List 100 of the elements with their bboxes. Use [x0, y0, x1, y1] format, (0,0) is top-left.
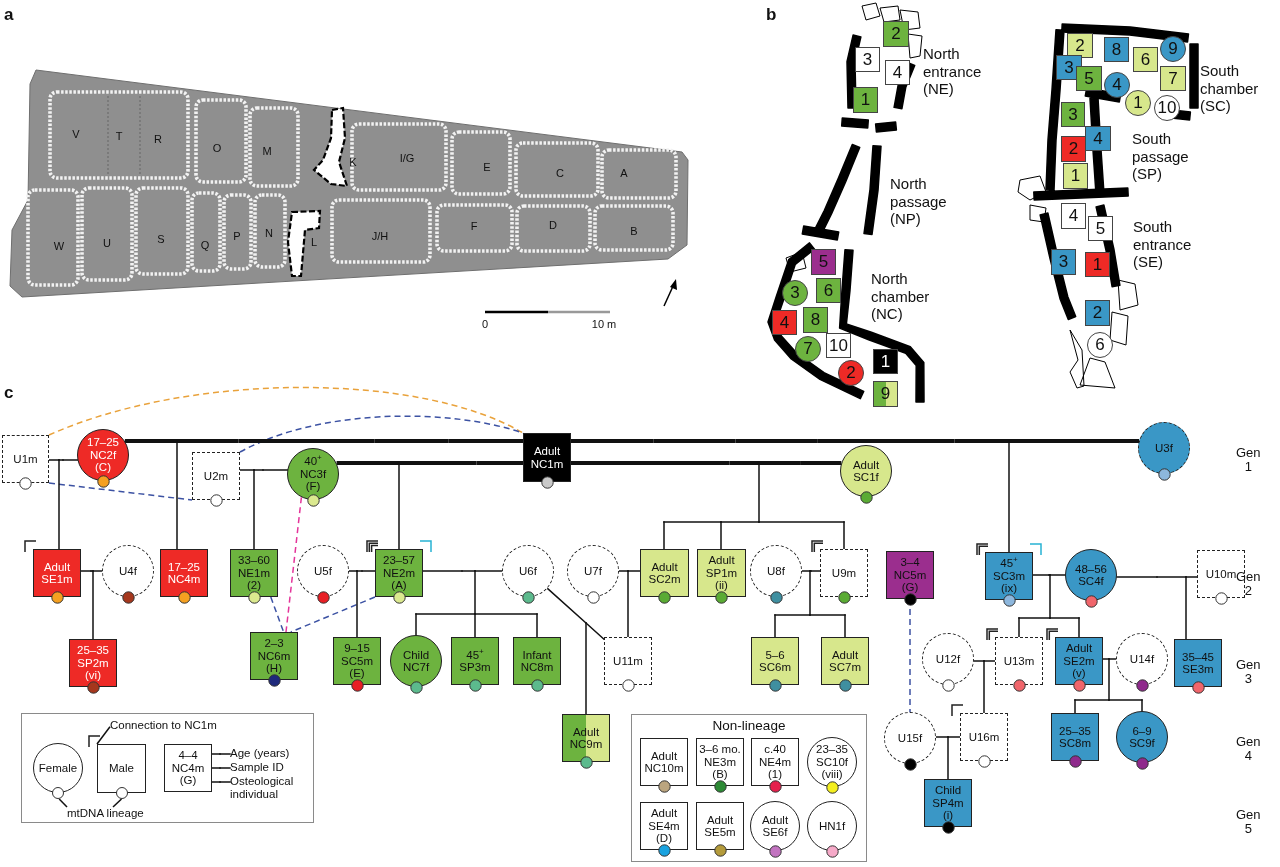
individual-label: 23–57	[383, 554, 415, 567]
pedigree-line	[90, 570, 94, 572]
room-letter: B	[630, 225, 638, 237]
generation-label: Gen 5	[1236, 808, 1261, 836]
individual-label: 4–4	[178, 749, 198, 762]
dashed-relation-line	[48, 386, 524, 436]
individual-label: Adult	[650, 807, 678, 820]
pedigree-line	[663, 521, 722, 523]
male-burial-marker: 5	[811, 249, 836, 275]
pedigree-line	[1108, 699, 1143, 701]
pedigree-line	[614, 461, 657, 465]
individual-label: (G)	[901, 581, 919, 594]
pedigree-line	[817, 439, 900, 443]
male-burial-marker: 3	[1061, 102, 1085, 127]
scale-label: 10 m	[591, 318, 617, 330]
female-burial-marker: 1	[1125, 90, 1151, 116]
pedigree-line	[774, 614, 776, 638]
individual-label: Adult	[831, 648, 859, 661]
individual-label: (B)	[712, 768, 728, 781]
individual-label: U15f	[897, 731, 923, 745]
callout-text: Osteological individual	[230, 775, 302, 801]
leader-line	[112, 798, 123, 808]
room-letter: M	[262, 145, 272, 157]
male-burial-marker: 2	[1061, 136, 1086, 162]
leader-line	[58, 798, 68, 808]
pedigree-line	[1018, 617, 1020, 638]
pedigree-line	[1048, 574, 1051, 576]
callout-text: Sample ID	[230, 761, 284, 774]
individual-label: Adult	[651, 560, 678, 573]
individual-label: Child	[934, 784, 962, 797]
room-letter: L	[310, 236, 318, 248]
pedigree-line	[1049, 617, 1080, 619]
individual-label: SP2m	[77, 656, 109, 670]
room-letter: V	[72, 128, 80, 140]
pedigree-line	[720, 521, 722, 550]
male-burial-marker: 2	[1085, 300, 1110, 326]
dashed-relation-line	[48, 482, 193, 501]
individual-label: Adult	[1065, 642, 1093, 655]
room-letter: F	[470, 220, 478, 232]
pedigree-line	[1078, 617, 1080, 638]
female-burial-marker: 4	[1104, 72, 1130, 98]
individual-label: 3–6 mo.	[699, 743, 741, 756]
room-letter: I/G	[399, 152, 415, 164]
leader-line	[219, 767, 231, 769]
individual-label: SC10f	[816, 755, 848, 769]
male-burial-marker: 8	[1104, 37, 1129, 62]
individual-label: (2)	[246, 579, 262, 592]
individual-label: 25–35	[1059, 724, 1091, 737]
male-burial-marker: 3	[855, 47, 880, 72]
pedigree-line	[1009, 439, 1074, 443]
individual-label: SP3m	[459, 661, 491, 674]
individual-label: (viii)	[821, 768, 843, 781]
pedigree-line	[983, 660, 996, 662]
generation-label: Gen 4	[1236, 735, 1261, 763]
area-label: South chamber (SC)	[1200, 62, 1259, 115]
individual-label: NC3f	[299, 467, 327, 481]
individual-label: (i)	[942, 809, 954, 822]
individual-label: U16m	[968, 730, 1000, 744]
panel-heading: Non-lineage	[712, 718, 786, 734]
pedigree-line	[947, 736, 961, 738]
pedigree-line	[474, 613, 538, 615]
pedigree-line	[92, 570, 94, 640]
individual-label: (F)	[305, 480, 321, 493]
pedigree-line	[663, 521, 665, 550]
individual-label: c.40	[764, 743, 786, 756]
pedigree-line	[1074, 699, 1110, 701]
pedigree-line	[474, 570, 476, 615]
individual-label: Adult	[761, 813, 789, 826]
individual-label: SP4m	[932, 796, 964, 810]
individual-label: SC6m	[759, 661, 791, 674]
individual-label: 48–56	[1075, 562, 1107, 575]
male-burial-marker: 6	[816, 278, 841, 303]
pedigree-line	[461, 570, 476, 572]
pedigree-line	[48, 459, 60, 461]
pedigree-line	[759, 461, 801, 465]
male-burial-marker: 7	[1160, 66, 1186, 91]
individual-label: NC1m	[530, 457, 564, 470]
leader-line	[211, 781, 221, 783]
male-burial-marker: 3	[1051, 249, 1076, 275]
pedigree-line	[58, 459, 60, 550]
pedigree-line	[1074, 699, 1076, 714]
individual-label: 45$^{+}$	[466, 648, 484, 661]
individual-label: Adult	[43, 560, 71, 573]
individual-label: U2m	[203, 469, 229, 483]
individual-label: Adult	[708, 554, 735, 567]
male-burial-marker: 1	[873, 349, 898, 374]
individual-label: 17–25	[168, 560, 200, 573]
pedigree-line	[546, 587, 587, 624]
pedigree-line	[374, 439, 449, 443]
pedigree-line	[983, 660, 985, 714]
individual-label: NC4m	[171, 761, 205, 775]
male-burial-marker: 4	[772, 310, 797, 335]
individual-label: 9–15	[344, 642, 370, 655]
pedigree-line	[1032, 574, 1050, 576]
room-letter: J/H	[371, 230, 389, 242]
room-letter: O	[212, 142, 222, 154]
pedigree-line	[1156, 576, 1187, 578]
room-letter: P	[233, 230, 241, 242]
individual-label: (C)	[95, 461, 111, 474]
pedigree-line	[844, 614, 846, 638]
